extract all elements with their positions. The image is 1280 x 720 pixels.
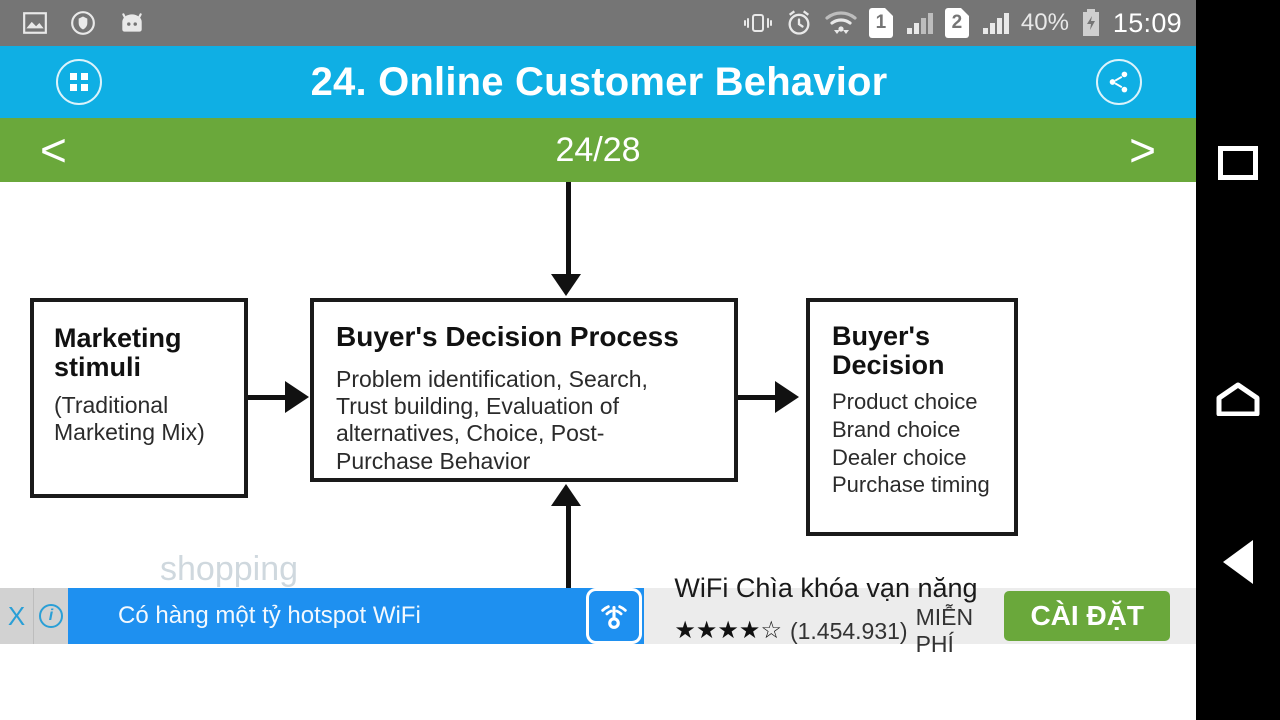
ad-rating-count: (1.454.931) (789, 617, 908, 644)
obscured-slide-text: shopping (160, 550, 299, 588)
arrow-up-into-process-head (551, 484, 581, 506)
buyers-decision-process-heading: Buyer's Decision Process (336, 321, 679, 352)
status-bar-left-icons (0, 10, 146, 36)
marketing-stimuli-heading: Marketing stimuli (54, 323, 182, 383)
diagram-box-buyers-decision: Buyer's Decision Product choice Brand ch… (806, 298, 1018, 536)
arrow-up-into-process-line (566, 504, 571, 590)
ad-left-text: Có hàng một tỷ hotspot WiFi (118, 602, 421, 629)
shield-icon (70, 10, 96, 36)
home-icon[interactable] (1215, 382, 1261, 417)
next-slide-button[interactable]: > (1129, 124, 1156, 176)
ad-app-title: WiFi Chìa khóa vạn năng (674, 572, 978, 603)
signal2-icon (981, 10, 1009, 36)
app-content: 1 2 40% 15:09 24. Online Customer Beh (0, 0, 1196, 720)
marketing-stimuli-body: (Traditional Marketing Mix) (54, 392, 205, 446)
ad-info-circle: i (39, 604, 63, 628)
grid-dots (70, 73, 88, 91)
status-bar: 1 2 40% 15:09 (0, 0, 1196, 46)
diagram-box-buyers-decision-process: Buyer's Decision Process Problem identif… (310, 298, 738, 482)
arrow-stimuli-to-process-head (285, 381, 309, 413)
ad-info-icon[interactable]: i (34, 588, 68, 644)
ad-price-label: MIỄN PHÍ (915, 604, 974, 658)
arrow-process-to-decision-line (738, 395, 780, 400)
alarm-icon (785, 9, 813, 37)
arrow-process-to-decision-head (775, 381, 799, 413)
arrow-down-into-process-line (566, 182, 571, 278)
share-icon[interactable] (1096, 59, 1142, 105)
arrow-down-into-process-head (551, 274, 581, 296)
clock-label: 15:09 (1112, 7, 1182, 38)
diagram-box-marketing-stimuli: Marketing stimuli (Traditional Marketing… (30, 298, 248, 498)
wifi-icon (825, 10, 857, 36)
ad-meta-row: ★★★★☆ (1.454.931) MIỄN PHÍ (674, 604, 1004, 658)
ad-left-panel[interactable]: X i Có hàng một tỷ hotspot WiFi (0, 588, 645, 644)
signal1-icon (905, 10, 933, 36)
vibrate-icon (743, 10, 773, 36)
ad-install-button[interactable]: CÀI ĐẶT (1004, 591, 1170, 641)
battery-charging-icon (1081, 9, 1101, 37)
page-title: 24. Online Customer Behavior (310, 59, 888, 104)
status-bar-right-icons: 1 2 40% 15:09 (743, 8, 1196, 39)
back-triangle-icon[interactable] (1223, 540, 1253, 584)
buyers-decision-heading: Buyer's Decision (832, 321, 945, 381)
ad-banner[interactable]: X i Có hàng một tỷ hotspot WiFi WiFi Ch (0, 573, 1196, 657)
sim1-icon: 1 (868, 8, 893, 38)
system-navigation-bar (1196, 0, 1280, 720)
image-icon (22, 10, 48, 36)
ad-right-panel[interactable]: WiFi Chìa khóa vạn năng ★★★★☆ (1.454.931… (586, 573, 1196, 657)
previous-slide-button[interactable]: < (40, 124, 67, 176)
ad-star-rating: ★★★★☆ (674, 617, 782, 645)
battery-percent-label: 40% (1020, 9, 1069, 36)
buyers-decision-process-body: Problem identification, Search, Trust bu… (336, 366, 648, 474)
android-head-icon (118, 10, 146, 36)
ad-close-icon[interactable]: X (0, 588, 34, 644)
arrow-stimuli-to-process-line (248, 395, 290, 400)
sim2-icon: 2 (944, 8, 969, 38)
wifi-key-icon (586, 588, 643, 644)
slide-nav-bar: < 24/28 > (0, 118, 1196, 182)
page-counter: 24/28 (555, 130, 641, 169)
buyers-decision-body: Product choice Brand choice Dealer choic… (832, 389, 990, 498)
grid-apps-icon[interactable] (56, 59, 102, 105)
recents-square-icon[interactable] (1218, 146, 1258, 180)
title-bar: 24. Online Customer Behavior (0, 46, 1196, 118)
ad-copy: WiFi Chìa khóa vạn năng ★★★★☆ (1.454.931… (674, 572, 1004, 658)
